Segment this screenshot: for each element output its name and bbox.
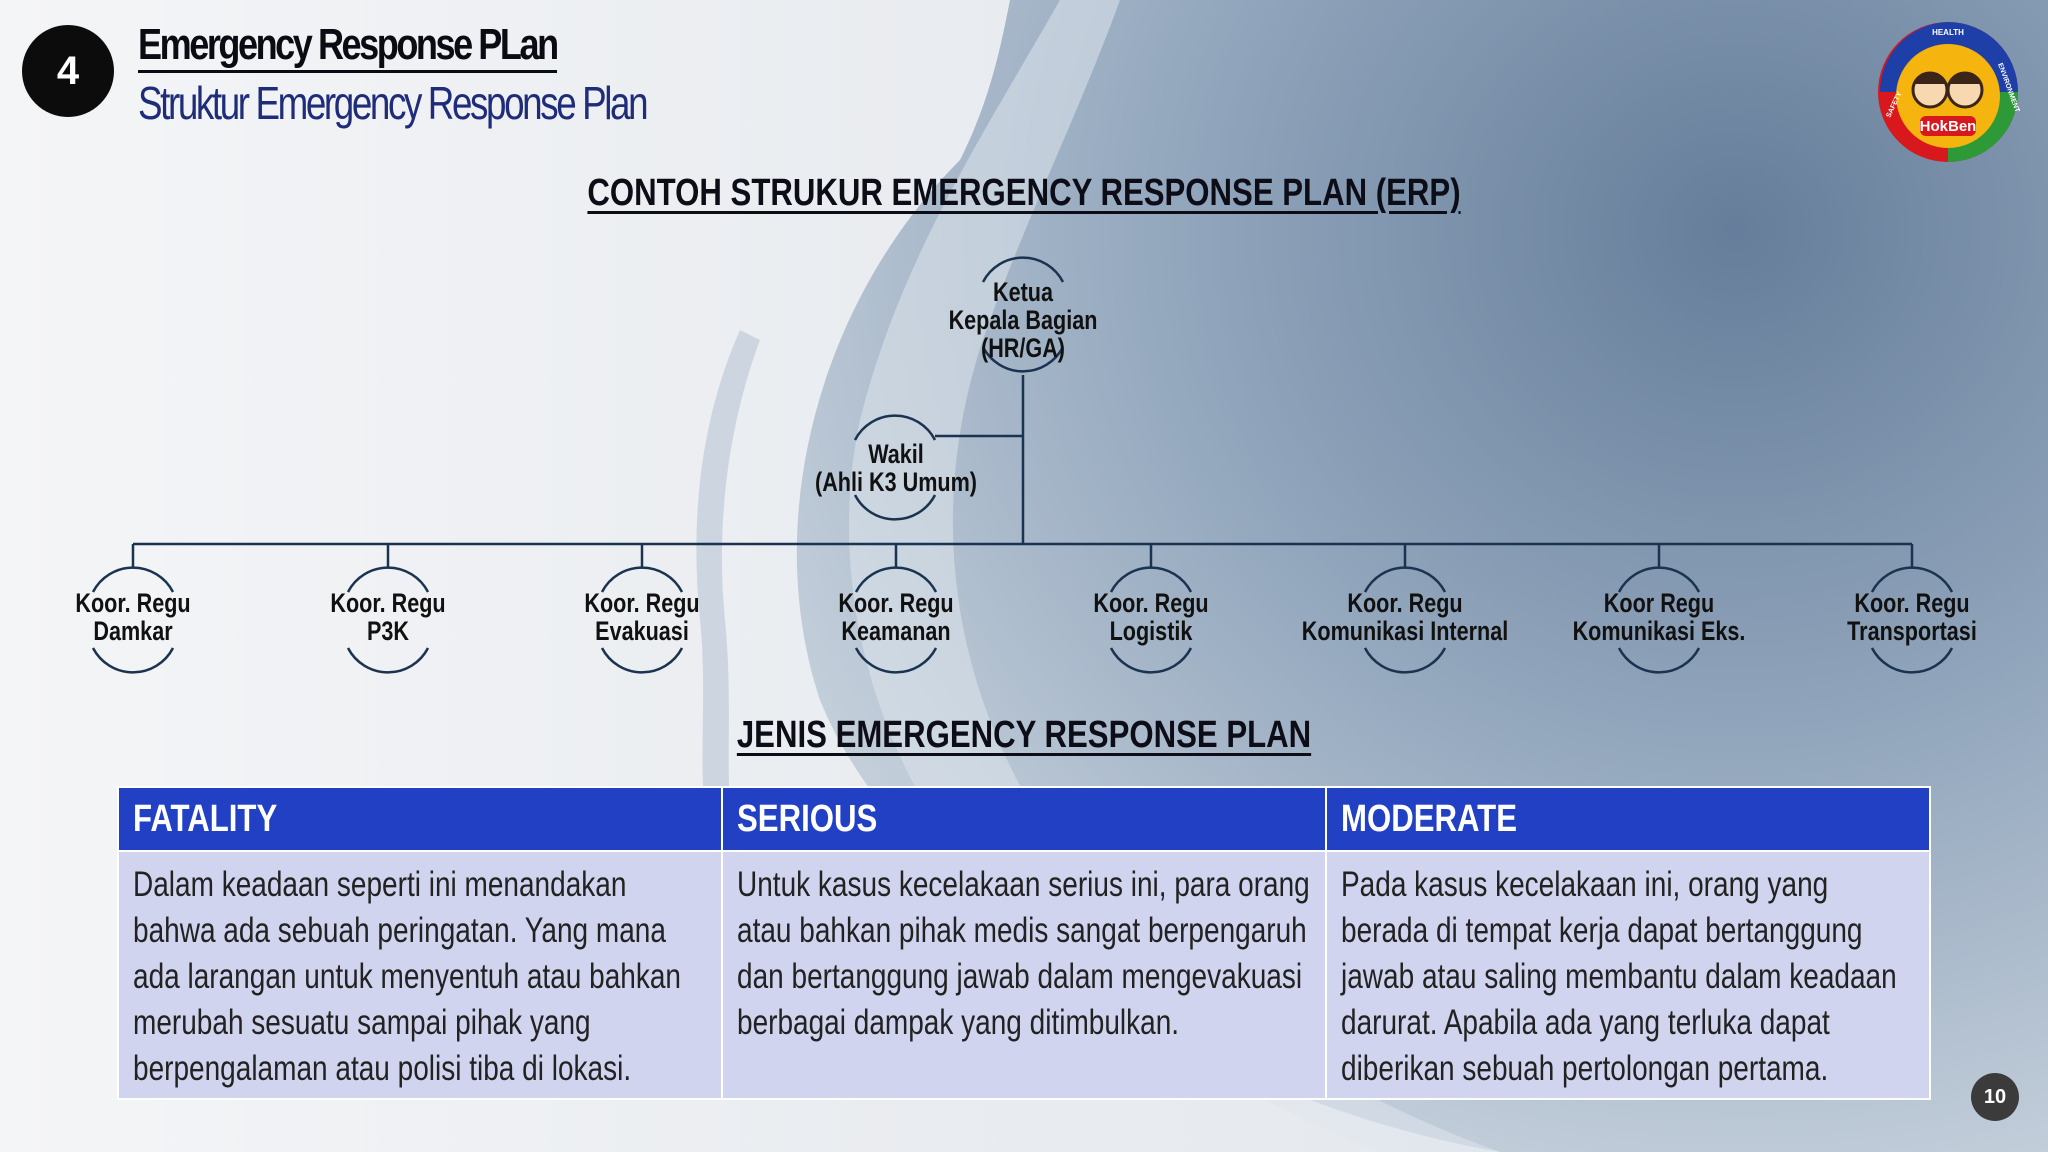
column-header-fatality: FATALITY	[117, 786, 723, 852]
logo-brand-text: HokBen	[1920, 118, 1977, 135]
org-chart-connectors	[91, 256, 1954, 674]
section-number-badge: 4	[22, 25, 114, 117]
org-chart-heading: CONTOH STRUKUR EMERGENCY RESPONSE PLAN (…	[587, 172, 1461, 214]
org-node-deputy: Wakil(Ahli K3 Umum)	[815, 439, 977, 497]
cell-serious-description: Untuk kasus kecelakaan serius ini, para …	[721, 850, 1327, 1100]
column-header-serious: SERIOUS	[721, 786, 1327, 852]
slide-subtitle: Struktur Emergency Response Plan	[138, 77, 649, 129]
erp-types-heading: JENIS EMERGENCY RESPONSE PLAN	[736, 714, 1312, 756]
column-header-moderate: MODERATE	[1325, 786, 1931, 852]
logo-top-text: HEALTH	[1932, 28, 1964, 37]
cell-fatality-description: Dalam keadaan seperti ini menandakan bah…	[117, 850, 723, 1100]
cell-moderate-description: Pada kasus kecelakaan ini, orang yang be…	[1325, 850, 1931, 1100]
slide-title: Emergency Response PLan	[138, 20, 559, 73]
page-number-badge: 10	[1971, 1073, 2019, 1121]
erp-types-table: FATALITY SERIOUS MODERATE Dalam keadaan …	[117, 786, 1931, 1100]
hokben-hse-logo: HokBen HEALTH SAFETY ENVIRONMENT	[1878, 22, 2021, 162]
